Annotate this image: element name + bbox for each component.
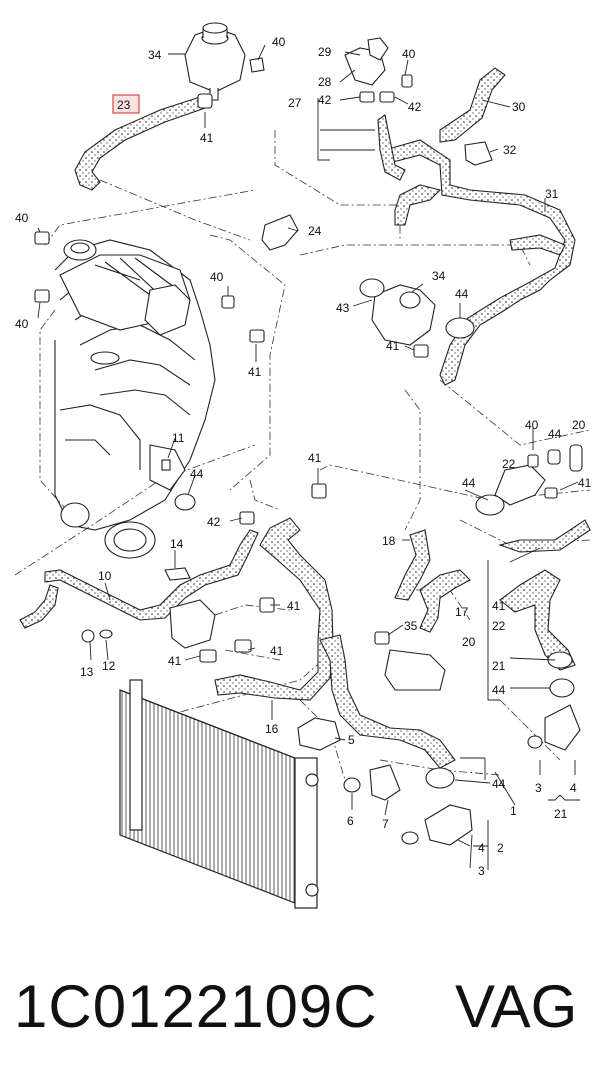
callout-44: 44	[455, 287, 469, 301]
callout-17: 17	[455, 605, 469, 619]
callout-44: 44	[190, 467, 204, 481]
callout-41: 41	[168, 654, 182, 668]
callout-3: 3	[478, 864, 485, 878]
callout-31: 31	[545, 187, 559, 201]
callout-22: 22	[502, 457, 516, 471]
assembly-guide-lines	[14, 130, 591, 781]
engine-block	[54, 239, 216, 559]
callout-41: 41	[287, 599, 301, 613]
callout-4: 4	[570, 781, 577, 795]
callout-6: 6	[347, 814, 354, 828]
callout-7: 7	[382, 817, 389, 831]
callout-14: 14	[170, 537, 184, 551]
callout-40: 40	[402, 47, 416, 61]
callout-22: 22	[492, 619, 506, 633]
callout-20: 20	[572, 418, 586, 432]
part-number: 1C0122109C	[14, 973, 378, 1040]
callout-32: 32	[503, 143, 517, 157]
cooling-system-parts-diagram: 34 40 23 41 29 40 28 27 42 42 30 32 31 4…	[14, 22, 592, 909]
callout-24: 24	[308, 224, 322, 238]
callout-41: 41	[308, 451, 322, 465]
expansion-tank	[184, 22, 246, 101]
leader-lines	[37, 44, 580, 870]
callout-34: 34	[432, 269, 446, 283]
callout-40: 40	[210, 270, 224, 284]
callout-18: 18	[382, 534, 396, 548]
radiator	[119, 679, 319, 909]
callout-11: 11	[172, 431, 185, 445]
callout-20: 20	[462, 635, 476, 649]
callout-40: 40	[525, 418, 539, 432]
callout-41: 41	[200, 131, 214, 145]
callout-41: 41	[386, 339, 400, 353]
callout-42: 42	[408, 100, 422, 114]
callout-30: 30	[512, 100, 526, 114]
callout-5: 5	[348, 733, 355, 747]
callout-44: 44	[548, 427, 562, 441]
brand-label: VAG	[455, 973, 578, 1040]
callout-43: 43	[336, 301, 350, 315]
callout-41: 41	[248, 365, 262, 379]
callout-2: 2	[497, 841, 504, 855]
clamps-and-fittings	[34, 37, 583, 846]
callout-21: 21	[492, 659, 506, 673]
callout-41: 41	[578, 476, 592, 490]
callout-40: 40	[15, 211, 29, 225]
callout-44: 44	[462, 476, 476, 490]
callout-12: 12	[102, 659, 116, 673]
callout-23: 23	[117, 98, 131, 112]
callout-42: 42	[318, 93, 332, 107]
callout-23-highlight	[112, 94, 140, 114]
callout-10: 10	[98, 569, 112, 583]
callout-28: 28	[318, 75, 332, 89]
callout-21: 21	[554, 807, 568, 821]
callout-41: 41	[492, 599, 506, 613]
callout-3: 3	[535, 781, 542, 795]
callout-35: 35	[404, 619, 418, 633]
callout-40: 40	[15, 317, 29, 331]
callout-4: 4	[478, 841, 485, 855]
coolant-hoses	[19, 67, 591, 769]
callout-44: 44	[492, 777, 506, 791]
callout-13: 13	[80, 665, 94, 679]
callout-27: 27	[288, 96, 302, 110]
callout-41: 41	[270, 644, 284, 658]
callout-16: 16	[265, 722, 279, 736]
callout-44: 44	[492, 683, 506, 697]
callout-42: 42	[207, 515, 221, 529]
callout-29: 29	[318, 45, 332, 59]
callout-labels: 34 40 23 41 29 40 28 27 42 42 30 32 31 4…	[15, 35, 592, 878]
callout-1: 1	[510, 804, 517, 818]
callout-40: 40	[272, 35, 286, 49]
callout-34: 34	[148, 48, 162, 62]
